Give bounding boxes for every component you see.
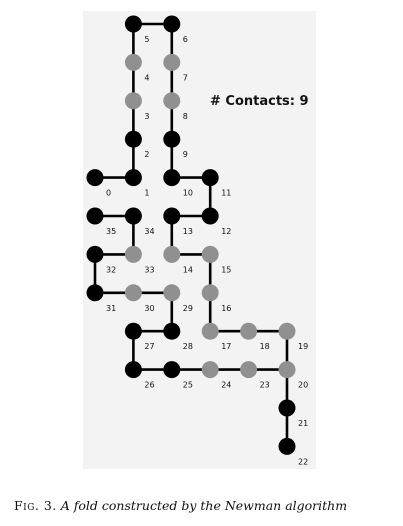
- residue-label-22: 22: [298, 457, 308, 466]
- residue-label-29: 29: [183, 304, 193, 313]
- contacts-count-label: # Contacts: 9: [210, 94, 309, 109]
- residue-label-15: 15: [221, 265, 231, 274]
- residue-bead-7: [163, 53, 181, 71]
- beads-layer: [86, 15, 296, 455]
- residue-label-26: 26: [144, 381, 154, 390]
- residue-bead-6: [163, 15, 181, 33]
- residue-bead-24: [201, 361, 219, 379]
- residue-label-8: 8: [183, 112, 188, 121]
- residue-label-30: 30: [144, 304, 154, 313]
- residue-label-5: 5: [144, 35, 149, 44]
- residue-bead-1: [124, 169, 142, 187]
- residue-bead-9: [163, 130, 181, 148]
- residue-label-34: 34: [144, 227, 154, 236]
- residue-label-35: 35: [106, 227, 116, 236]
- residue-bead-8: [163, 92, 181, 110]
- caption-text: A fold constructed by the Newman algorit…: [60, 498, 348, 513]
- residue-bead-15: [201, 245, 219, 263]
- residue-bead-18: [240, 322, 258, 340]
- residue-bead-22: [278, 437, 296, 455]
- residue-label-16: 16: [221, 304, 231, 313]
- residue-bead-14: [163, 245, 181, 263]
- residue-label-14: 14: [183, 265, 193, 274]
- residue-label-7: 7: [183, 73, 188, 82]
- residue-bead-30: [124, 284, 142, 302]
- residue-label-24: 24: [221, 381, 231, 390]
- diagram-panel: [83, 11, 316, 469]
- residue-label-3: 3: [144, 112, 149, 121]
- residue-bead-17: [201, 322, 219, 340]
- caption-figure-number: Fig. 3.: [14, 498, 57, 513]
- residue-label-12: 12: [221, 227, 231, 236]
- residue-label-10: 10: [183, 189, 193, 198]
- residue-bead-34: [124, 207, 142, 225]
- residue-bead-4: [124, 53, 142, 71]
- residue-label-0: 0: [106, 189, 111, 198]
- residue-bead-25: [163, 361, 181, 379]
- residue-label-4: 4: [144, 73, 149, 82]
- residue-label-27: 27: [144, 342, 154, 351]
- residue-label-11: 11: [221, 189, 231, 198]
- residue-bead-16: [201, 284, 219, 302]
- residue-bead-0: [86, 169, 104, 187]
- residue-bead-2: [124, 130, 142, 148]
- residue-bead-23: [240, 361, 258, 379]
- residue-label-23: 23: [260, 381, 270, 390]
- residue-bead-13: [163, 207, 181, 225]
- residue-bead-10: [163, 169, 181, 187]
- residue-bead-29: [163, 284, 181, 302]
- residue-bead-3: [124, 92, 142, 110]
- residue-label-19: 19: [298, 342, 308, 351]
- residue-bead-32: [86, 245, 104, 263]
- residue-label-28: 28: [183, 342, 193, 351]
- residue-bead-28: [163, 322, 181, 340]
- residue-label-32: 32: [106, 265, 116, 274]
- residue-label-31: 31: [106, 304, 116, 313]
- residue-label-9: 9: [183, 150, 188, 159]
- residue-label-25: 25: [183, 381, 193, 390]
- residue-bead-33: [124, 245, 142, 263]
- residue-bead-21: [278, 399, 296, 417]
- residue-label-20: 20: [298, 381, 308, 390]
- residue-bead-12: [201, 207, 219, 225]
- residue-label-1: 1: [144, 189, 149, 198]
- residue-label-21: 21: [298, 419, 308, 428]
- residue-bead-11: [201, 169, 219, 187]
- residue-bead-31: [86, 284, 104, 302]
- residue-label-17: 17: [221, 342, 231, 351]
- residue-label-2: 2: [144, 150, 149, 159]
- residue-label-18: 18: [260, 342, 270, 351]
- residue-bead-19: [278, 322, 296, 340]
- residue-label-6: 6: [183, 35, 188, 44]
- residue-label-13: 13: [183, 227, 193, 236]
- residue-bead-35: [86, 207, 104, 225]
- residue-bead-26: [124, 361, 142, 379]
- figure-caption: Fig. 3. A fold constructed by the Newman…: [14, 498, 394, 513]
- residue-bead-5: [124, 15, 142, 33]
- residue-bead-27: [124, 322, 142, 340]
- residue-bead-20: [278, 361, 296, 379]
- residue-label-33: 33: [144, 265, 154, 274]
